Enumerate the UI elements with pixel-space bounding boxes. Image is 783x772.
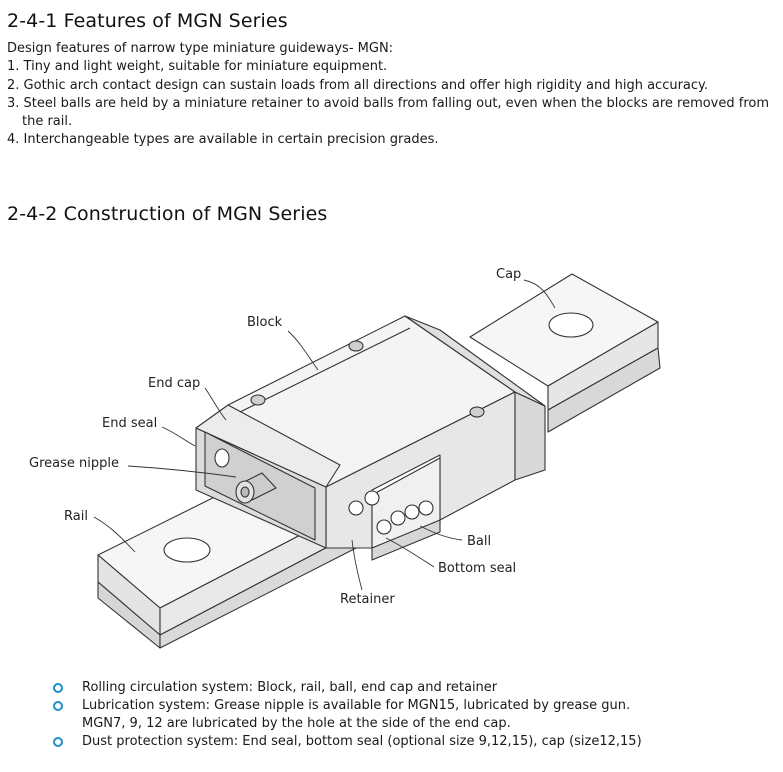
rail-mounting-hole — [548, 312, 594, 338]
side-lube-hole — [214, 448, 230, 468]
steel-ball — [390, 510, 406, 526]
label-end-seal: End seal — [102, 416, 157, 431]
steel-ball — [348, 500, 364, 516]
steel-ball — [418, 500, 434, 516]
block-tapped-hole — [250, 394, 266, 406]
system-bullet-list: Rolling circulation system: Block, rail,… — [48, 679, 768, 751]
bullet-item: Dust protection system: End seal, bottom… — [48, 733, 768, 751]
block-tapped-hole — [348, 340, 364, 352]
leader-end-seal — [161, 426, 196, 447]
features-list: Design features of narrow type miniature… — [7, 40, 777, 150]
rail-back-section — [469, 273, 661, 433]
label-cap: Cap — [496, 267, 521, 282]
feature-item: 2. Gothic arch contact design can sustai… — [7, 77, 709, 93]
bullet-text: Dust protection system: End seal, bottom… — [82, 734, 642, 749]
feature-item: 3. Steel balls are held by a miniature r… — [7, 95, 770, 111]
rail-mounting-hole — [163, 537, 211, 563]
features-intro: Design features of narrow type miniature… — [7, 41, 394, 56]
circle-bullet-icon — [53, 701, 63, 711]
steel-ball — [364, 490, 380, 506]
label-ball: Ball — [467, 534, 491, 549]
bullet-text-continuation: MGN7, 9, 12 are lubricated by the hole a… — [82, 716, 511, 731]
leader-end-cap — [204, 387, 227, 421]
bullet-item: Rolling circulation system: Block, rail,… — [48, 679, 768, 697]
steel-ball — [404, 504, 420, 520]
leader-cap — [523, 279, 556, 309]
leader-ball — [419, 525, 463, 541]
mgn-construction-diagram: Cap Block End cap End seal Grease nipple… — [29, 267, 661, 649]
block-tapped-hole — [469, 406, 485, 418]
leader-rail — [93, 516, 136, 553]
leader-block — [287, 330, 319, 371]
features-heading: 2-4-1 Features of MGN Series — [7, 10, 288, 32]
leader-retainer — [351, 539, 363, 591]
bottom-seal — [371, 519, 441, 561]
circle-bullet-icon — [53, 737, 63, 747]
label-block: Block — [247, 315, 283, 330]
bullet-item: Lubrication system: Grease nipple is ava… — [48, 697, 768, 733]
label-bottom-seal: Bottom seal — [438, 561, 516, 576]
label-grease-nipple: Grease nipple — [29, 456, 119, 471]
label-retainer: Retainer — [340, 592, 395, 607]
label-rail: Rail — [64, 509, 88, 524]
grease-nipple — [235, 472, 277, 504]
feature-item: 4. Interchangeable types are available i… — [7, 132, 439, 148]
construction-heading: 2-4-2 Construction of MGN Series — [7, 203, 328, 225]
feature-item-continuation: the rail. — [22, 114, 73, 130]
leader-bottom-seal — [385, 537, 435, 568]
bullet-text: Rolling circulation system: Block, rail,… — [82, 680, 498, 695]
retainer — [348, 457, 441, 561]
circle-bullet-icon — [53, 683, 63, 693]
leader-lines — [93, 279, 556, 591]
bullet-text: Lubrication system: Grease nipple is ava… — [82, 698, 631, 713]
label-end-cap: End cap — [148, 376, 200, 391]
steel-ball — [376, 519, 392, 535]
feature-item: 1. Tiny and light weight, suitable for m… — [7, 59, 388, 75]
leader-grease-nipple — [127, 465, 237, 478]
